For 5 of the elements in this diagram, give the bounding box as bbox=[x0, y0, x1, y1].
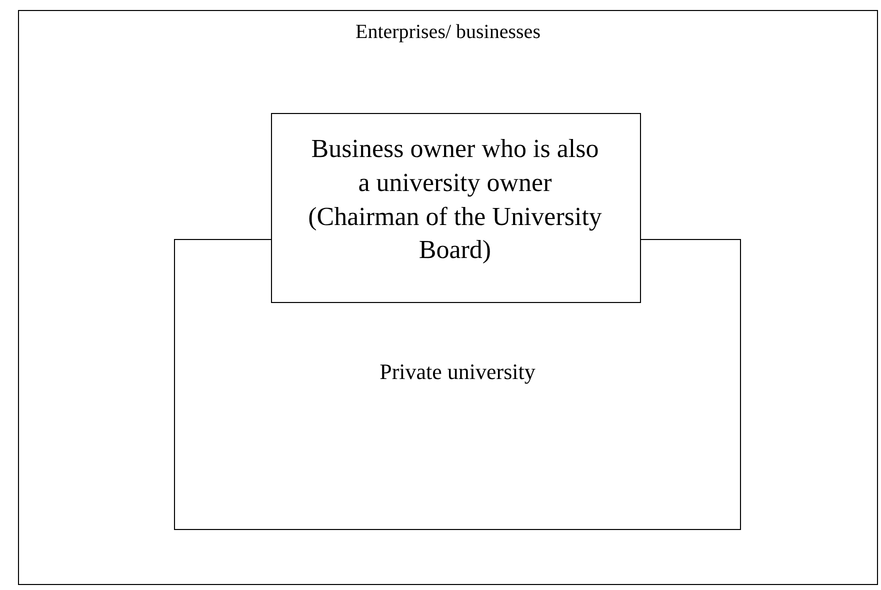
box-label: Private university bbox=[378, 358, 536, 386]
box-label: Business owner who is also a university owner (Chairman of the University Board) bbox=[307, 133, 603, 266]
frame-title: Enterprises/ businesses bbox=[354, 20, 542, 45]
owner-box bbox=[271, 113, 641, 303]
enterprise-frame bbox=[18, 10, 878, 585]
